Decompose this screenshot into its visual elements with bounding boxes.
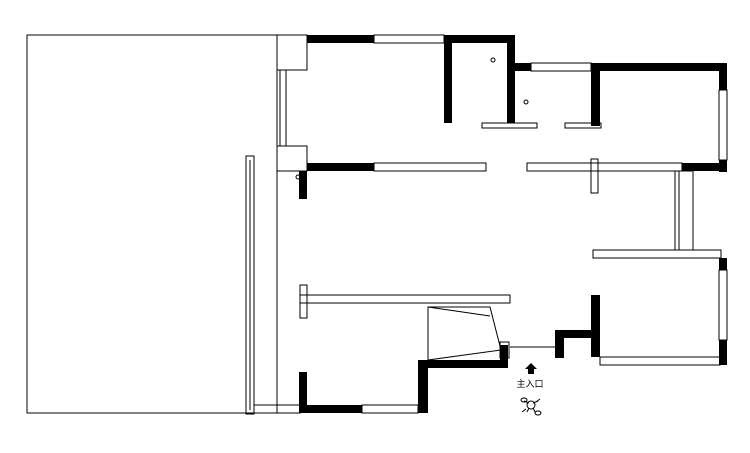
wall-south-1: [300, 405, 362, 413]
window-north-bedroom: [373, 34, 445, 44]
window-south-center: [361, 404, 419, 414]
wall-east-top: [719, 63, 727, 90]
window-north-kitchen: [530, 62, 592, 72]
wall-kitchen-west: [591, 71, 600, 126]
wall-south-east-pillar: [591, 295, 600, 357]
wall-entry-right-v: [555, 330, 564, 358]
wall-bedroom-south: [307, 163, 374, 171]
wall-entry-right: [555, 330, 591, 338]
up-arrow-icon: [525, 363, 537, 374]
column-top: [276, 34, 308, 71]
window-south-east: [599, 356, 721, 366]
wall-storage-east: [500, 345, 508, 368]
partition-bath-a: [481, 122, 538, 129]
wall-kitchen-top-right: [591, 63, 727, 71]
partition-stub: [590, 158, 599, 194]
partition-center-right: [526, 162, 683, 172]
wall-kitchen-top-left: [507, 63, 531, 71]
storage-room: [427, 306, 502, 361]
wall-bath-east: [507, 71, 515, 123]
wall-storage-south: [428, 360, 500, 368]
partition-south: [299, 294, 511, 304]
fixture-dot-3: [295, 174, 301, 180]
wall-top-1: [307, 35, 374, 43]
window-east-lower: [718, 269, 728, 341]
wall-bedroom-east: [444, 35, 452, 123]
wall-east-lower-top: [719, 258, 727, 270]
closet-right: [674, 170, 694, 251]
partition-bedroom-living: [373, 162, 487, 172]
fixture-dot-1: [490, 57, 496, 63]
main-entrance-label: 主入口: [516, 380, 544, 390]
wall-east-bottom: [719, 340, 727, 365]
partition-south-stub: [299, 284, 308, 319]
partition-bath-b: [564, 122, 602, 129]
partition-right-mid: [592, 249, 722, 259]
wall-west-pillar: [299, 171, 307, 199]
window-east-upper: [718, 89, 728, 161]
window-west-upper: [279, 69, 287, 147]
terrace-area: [26, 34, 278, 414]
wall-bath-north: [507, 43, 515, 63]
wall-right-mid: [682, 163, 727, 171]
wall-south-pillar: [299, 372, 307, 413]
walking-person-icon: [520, 397, 542, 416]
fixture-dot-2: [523, 99, 529, 105]
column-mid: [276, 145, 308, 172]
window-west-lower: [245, 155, 255, 415]
wall-top-2: [444, 35, 515, 43]
wall-south-step: [418, 360, 428, 413]
